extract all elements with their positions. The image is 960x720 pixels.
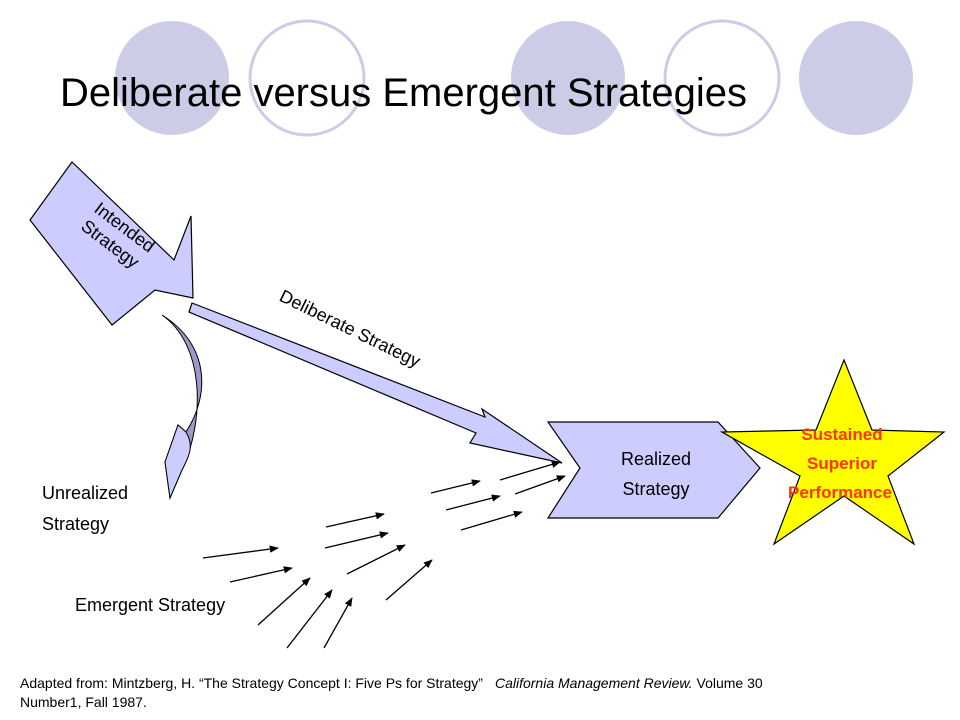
intended-strategy-arrow xyxy=(29,161,194,326)
sustained-label-line1: Sustained xyxy=(801,425,882,444)
source-citation-line2: Number1, Fall 1987. xyxy=(20,694,147,710)
sustained-label-line2: Superior xyxy=(807,454,877,473)
header-circle xyxy=(511,21,625,135)
header-circle xyxy=(248,19,366,137)
realized-label-line2: Strategy xyxy=(622,479,689,499)
citation-text: Adapted from: Mintzberg, H. “The Strateg… xyxy=(20,675,483,691)
emergent-arrow xyxy=(514,475,566,495)
emergent-arrow xyxy=(286,589,333,649)
emergent-strategy-label: Emergent Strategy xyxy=(75,595,225,615)
emergent-arrow xyxy=(385,559,433,601)
deliberate-strategy-arrow xyxy=(188,302,563,464)
emergent-arrow xyxy=(202,545,279,559)
emergent-arrow xyxy=(257,577,311,626)
unrealized-label-line2: Strategy xyxy=(42,514,109,534)
emergent-arrow xyxy=(460,510,523,531)
citation-journal: California Management Review. xyxy=(495,675,693,691)
sustained-label-line3: Performance xyxy=(788,483,892,502)
emergent-arrow xyxy=(445,494,501,511)
header-circle xyxy=(115,21,229,135)
citation-volume: Volume 30 xyxy=(693,675,763,691)
emergent-arrows xyxy=(202,460,566,649)
emergent-arrow xyxy=(324,531,389,549)
performance-star xyxy=(719,358,946,546)
unrealized-label-line1: Unrealized xyxy=(42,483,128,503)
realized-label-line1: Realized xyxy=(621,449,691,469)
unrealized-curved-arrow-light xyxy=(164,424,191,500)
header-circle xyxy=(799,21,913,135)
slide-title: Deliberate versus Emergent Strategies xyxy=(60,71,747,115)
realized-strategy-box xyxy=(546,421,761,519)
emergent-arrow xyxy=(499,460,561,481)
header-circle xyxy=(663,19,781,137)
header-circles xyxy=(115,19,913,137)
emergent-arrow xyxy=(229,566,293,583)
emergent-arrow xyxy=(430,479,481,494)
emergent-arrow xyxy=(325,512,385,528)
emergent-arrow xyxy=(323,597,353,649)
emergent-arrow xyxy=(346,544,406,575)
source-citation-line1: Adapted from: Mintzberg, H. “The Strateg… xyxy=(20,675,763,691)
